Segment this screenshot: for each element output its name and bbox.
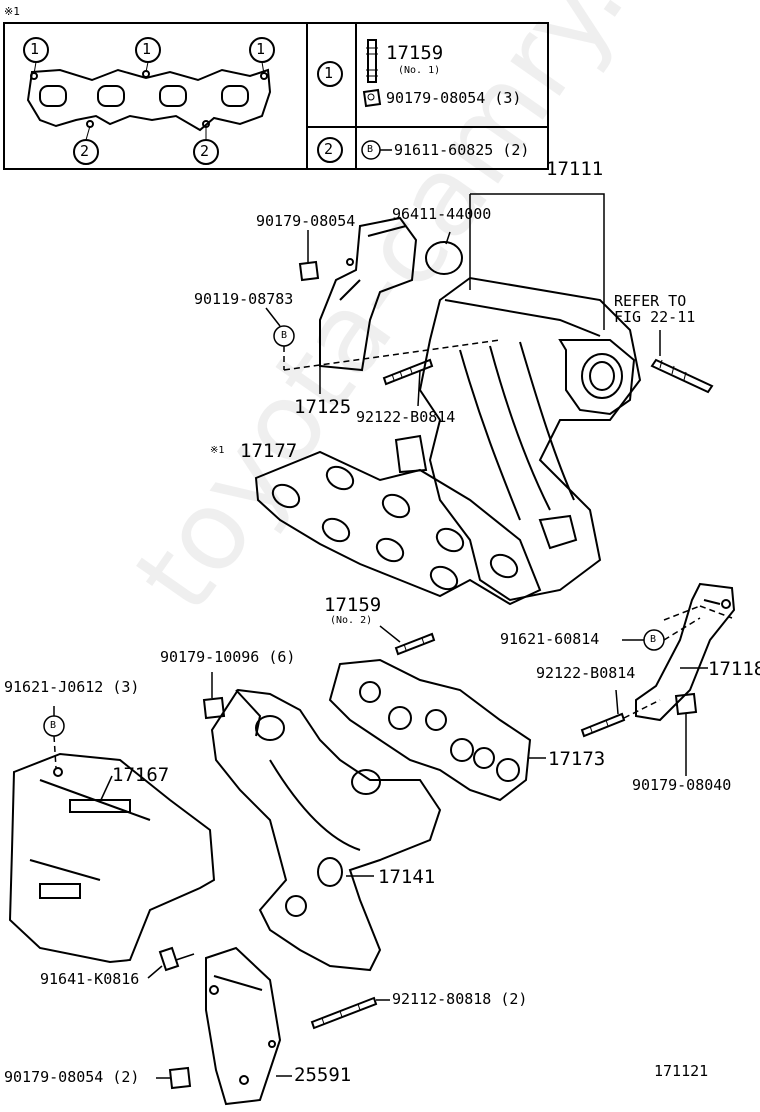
bracket-25591-drawing xyxy=(205,946,282,1106)
legend-part-note: (No. 1) xyxy=(398,65,441,76)
callout-92122-top: 92122-B0814 xyxy=(356,408,456,426)
callout-92112: 92112-80818 (2) xyxy=(392,990,528,1008)
gasket-17177-drawing xyxy=(254,450,542,606)
b-mark: B xyxy=(50,720,57,731)
callout-90179-08054-bottom: 90179-08054 (2) xyxy=(4,1068,140,1086)
callout-17118: 17118 xyxy=(708,658,760,680)
callout-17167: 17167 xyxy=(112,764,170,786)
legend-key-2: 2 xyxy=(324,140,334,158)
callout-96411: 96411-44000 xyxy=(392,205,492,223)
heat-insulator-drawing xyxy=(8,752,216,964)
callout-90179-08040: 90179-08040 xyxy=(632,776,732,794)
legend-box xyxy=(3,22,549,170)
legend-note-mark: ※1 xyxy=(4,5,20,18)
callout-17177: 17177 xyxy=(240,440,298,462)
callout-17111: 17111 xyxy=(546,158,604,180)
callout-91641: 91641-K0816 xyxy=(40,970,140,988)
callout-17173: 17173 xyxy=(548,748,606,770)
legend-divider xyxy=(355,24,357,168)
callout-17159-no2-note: (No. 2) xyxy=(330,615,373,626)
callout-17125: 17125 xyxy=(294,396,352,418)
refer-to-line-1: REFER TO xyxy=(614,292,687,310)
gasket-callout-2: 2 xyxy=(200,142,210,160)
gasket-callout-1: 1 xyxy=(256,40,266,58)
legend-part-nut: 90179-08054 (3) xyxy=(386,89,522,107)
figure-number: 171121 xyxy=(654,1062,709,1080)
legend-b-mark: B xyxy=(367,144,374,155)
bracket-17118-drawing xyxy=(635,582,736,722)
callout-91621-60814: 91621-60814 xyxy=(500,630,600,648)
legend-row-divider xyxy=(308,126,548,128)
refer-to-line-2: FIG 22-11 xyxy=(614,308,696,326)
callout-90179-08054-top: 90179-08054 xyxy=(256,212,356,230)
gasket-callout-1: 1 xyxy=(142,40,152,58)
exhaust-manifold-drawing xyxy=(210,688,442,972)
intake-manifold-drawing xyxy=(394,276,642,602)
callout-25591: 25591 xyxy=(294,1064,352,1086)
callout-92122-right: 92122-B0814 xyxy=(536,664,636,682)
legend-part-91611: 91611-60825 (2) xyxy=(394,141,530,159)
legend-gasket-drawing xyxy=(23,37,275,165)
b-mark: B xyxy=(281,330,288,341)
gasket-callout-2: 2 xyxy=(80,142,90,160)
callout-note-mark: ※1 xyxy=(210,445,225,456)
stud-drawing xyxy=(382,358,434,386)
callout-90119: 90119-08783 xyxy=(194,290,294,308)
legend-key-1: 1 xyxy=(324,64,334,82)
callout-17141: 17141 xyxy=(378,866,436,888)
callout-91621-j0612: 91621-J0612 (3) xyxy=(4,678,140,696)
callout-90179-10096: 90179-10096 (6) xyxy=(160,648,296,666)
gasket-17173-drawing xyxy=(328,658,532,802)
callout-17159-no2: 17159 xyxy=(324,594,382,616)
bracket-17125-drawing xyxy=(319,216,418,372)
legend-part-17159: 17159 xyxy=(386,42,444,64)
legend-divider xyxy=(306,24,308,168)
gasket-callout-1: 1 xyxy=(30,40,40,58)
b-mark: B xyxy=(650,634,657,645)
